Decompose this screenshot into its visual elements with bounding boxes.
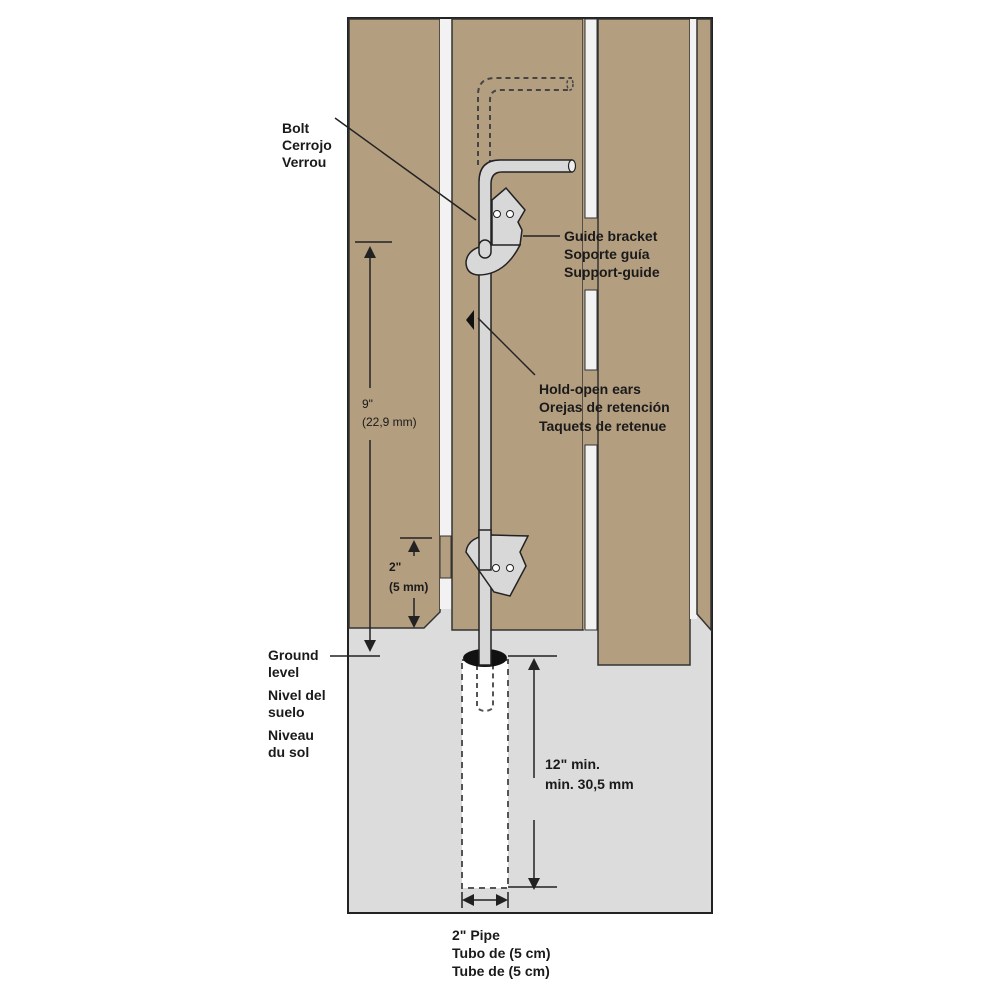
height-9-label: 9" (22,9 mm) — [362, 397, 417, 429]
bolt-rod — [478, 159, 577, 666]
gap-segment — [584, 444, 598, 631]
hold-open-ears-label: Hold-open ears Orejas de retención Taque… — [539, 381, 674, 434]
board-gap — [440, 19, 452, 609]
board-edge — [696, 18, 712, 632]
bolt-raised-outline — [477, 77, 572, 165]
leader-lines — [330, 117, 560, 657]
dimension-lines — [355, 241, 557, 908]
gap-segment — [584, 289, 598, 371]
fence-boards — [348, 18, 712, 666]
ground-level-label: Ground level Nivel del suelo Niveau du s… — [268, 647, 329, 760]
height-2-label: 2" (5 mm) — [389, 560, 428, 594]
hinge-plate — [439, 535, 452, 579]
bolt-label: Bolt Cerrojo Verrou — [282, 120, 336, 170]
hold-open-ear — [466, 310, 474, 330]
pipe — [461, 649, 509, 889]
board-left — [348, 18, 441, 629]
guide-bracket-label: Guide bracket Soporte guía Support-guide — [564, 228, 661, 280]
board-right — [597, 18, 691, 666]
guide-bracket-upper — [465, 186, 526, 276]
board-gap — [690, 19, 697, 619]
gap-segment — [584, 18, 598, 219]
guide-bracket-lower — [465, 529, 530, 597]
depth-label: 12" min. min. 30,5 mm — [545, 756, 634, 792]
pipe-label: 2" Pipe Tubo de (5 cm) Tube de (5 cm) — [452, 927, 554, 979]
